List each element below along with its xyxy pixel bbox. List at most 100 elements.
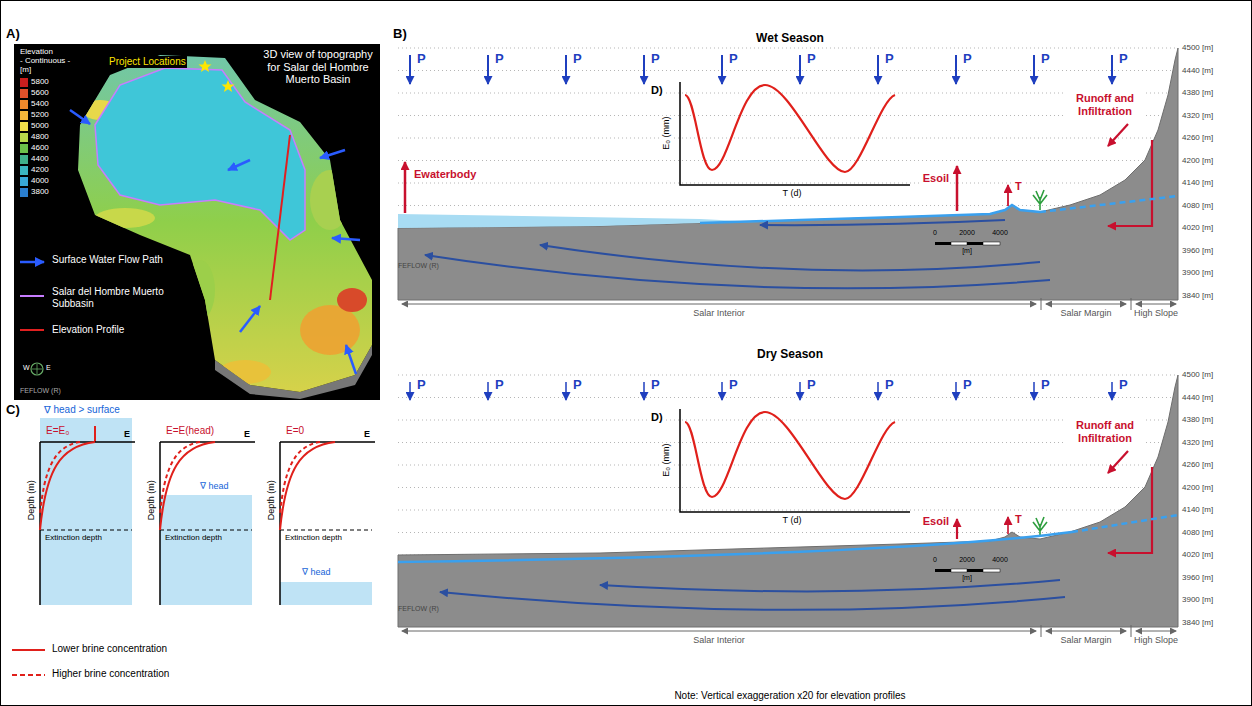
figure-art bbox=[240, 306, 260, 332]
figure-art bbox=[40, 442, 80, 515]
elevation-tick: 4200 [m] bbox=[1182, 483, 1213, 492]
elevation-tick: 3840 [m] bbox=[1182, 618, 1213, 627]
figure-art bbox=[40, 418, 132, 605]
legend-value: 5800 bbox=[31, 77, 49, 86]
figure-art bbox=[228, 160, 250, 170]
precip-arrow bbox=[643, 55, 645, 84]
precip-label: P bbox=[572, 378, 583, 393]
watermark: FEFLOW (R) bbox=[20, 387, 61, 395]
color-swatch bbox=[20, 188, 28, 197]
precip-label: P bbox=[650, 52, 661, 67]
figure-art bbox=[956, 519, 958, 539]
axis-label: Depth (m) bbox=[266, 480, 276, 520]
figure-art bbox=[425, 255, 1050, 288]
elevation-tick: 3900 [m] bbox=[1182, 268, 1213, 277]
grid-line bbox=[398, 397, 1178, 398]
figure-art bbox=[320, 150, 345, 158]
compass-letter: W bbox=[23, 364, 30, 372]
figure-art bbox=[160, 530, 252, 531]
color-swatch bbox=[20, 122, 28, 131]
figure-art bbox=[219, 360, 271, 384]
figure-art bbox=[300, 305, 360, 355]
scale-number: 2000 bbox=[959, 229, 975, 237]
grid-line bbox=[398, 70, 1178, 71]
grid-line bbox=[398, 115, 1178, 116]
figure-art bbox=[40, 442, 320, 515]
precip-arrow bbox=[721, 55, 723, 84]
figure-art bbox=[160, 495, 252, 605]
figure-art bbox=[425, 220, 1050, 288]
precip-label: P bbox=[1118, 378, 1129, 393]
head-label: ∇ head > surface bbox=[44, 404, 120, 416]
season-title: Wet Season bbox=[756, 32, 824, 46]
elevation-tick: 3840 [m] bbox=[1182, 291, 1213, 300]
legend-text: Higher brine concentration bbox=[52, 668, 169, 680]
figure-art bbox=[398, 162, 1178, 288]
figure-art bbox=[346, 345, 356, 374]
precip-arrow bbox=[877, 382, 879, 400]
figure-art bbox=[332, 238, 360, 240]
panel-letter: C) bbox=[6, 403, 20, 418]
panel-letter: D) bbox=[650, 411, 664, 424]
figure-art bbox=[12, 649, 45, 651]
color-swatch bbox=[20, 100, 28, 109]
precip-label: P bbox=[494, 378, 505, 393]
flux-label: T bbox=[1014, 180, 1023, 193]
figure-art bbox=[280, 442, 375, 605]
color-swatch bbox=[20, 144, 28, 153]
figure-art bbox=[280, 442, 320, 515]
season-title: Dry Season bbox=[757, 348, 823, 362]
zone-label: Salar Margin bbox=[1060, 308, 1111, 318]
elevation-tick: 4320 [m] bbox=[1182, 438, 1213, 447]
legend-text: Elevation Profile bbox=[52, 324, 187, 336]
elevation-tick: 4380 [m] bbox=[1182, 415, 1213, 424]
zone-label: Salar Margin bbox=[1060, 635, 1111, 645]
precip-arrow bbox=[799, 382, 801, 400]
section-panel: Wet Season bbox=[393, 30, 1250, 342]
precip-label: P bbox=[1118, 52, 1129, 67]
figure-art bbox=[20, 261, 44, 264]
figure-art bbox=[95, 208, 155, 228]
scale-number: 4000 bbox=[992, 229, 1008, 237]
axis-label: Depth (m) bbox=[26, 480, 36, 520]
precip-label: P bbox=[806, 52, 817, 67]
grid-line bbox=[398, 487, 1178, 488]
scale-number: 0 bbox=[933, 556, 937, 564]
figure-art bbox=[31, 363, 43, 375]
elevation-tick: 4140 [m] bbox=[1182, 505, 1213, 514]
flux-label: Runoff and Infiltration bbox=[1064, 92, 1146, 117]
figure-art bbox=[160, 442, 255, 605]
precip-label: P bbox=[806, 378, 817, 393]
figure-art bbox=[160, 442, 200, 515]
axis-label: E₀ (mm) bbox=[662, 115, 672, 150]
figure-art bbox=[40, 530, 372, 531]
legend-value: 5200 bbox=[31, 110, 49, 119]
figure-art bbox=[94, 426, 96, 442]
figure-art bbox=[222, 80, 235, 92]
figure-art bbox=[40, 442, 335, 530]
precip-arrow bbox=[1033, 55, 1035, 84]
figure-art bbox=[40, 442, 135, 605]
precip-arrow bbox=[955, 382, 957, 400]
legend-value: 4200 bbox=[31, 165, 49, 174]
legend-value: 5400 bbox=[31, 99, 49, 108]
site-label: Project Locations bbox=[108, 56, 187, 68]
flux-label: Ewaterbody bbox=[413, 168, 477, 181]
elevation-tick: 3960 [m] bbox=[1182, 573, 1213, 582]
figure-art bbox=[600, 580, 1060, 591]
depth-label: Extinction depth bbox=[45, 533, 102, 542]
figure-art bbox=[1007, 185, 1009, 206]
elevation-tick: 4260 [m] bbox=[1182, 133, 1213, 142]
precip-label: P bbox=[572, 52, 583, 67]
color-swatch bbox=[20, 78, 28, 87]
grid-line bbox=[398, 183, 1178, 184]
figure-art bbox=[280, 530, 372, 531]
panel-letter: B) bbox=[393, 27, 407, 42]
legend-value: 4400 bbox=[31, 154, 49, 163]
scale-unit: [m] bbox=[962, 247, 972, 255]
axis-label: E bbox=[124, 429, 130, 439]
elevation-tick: 4320 [m] bbox=[1182, 111, 1213, 120]
plot-title: E=E₀ bbox=[46, 425, 69, 437]
precip-arrow bbox=[643, 382, 645, 400]
